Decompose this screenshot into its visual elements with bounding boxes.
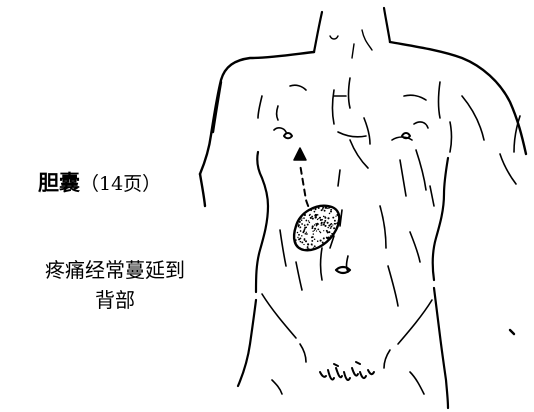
organ-name: 胆囊 (38, 170, 80, 195)
shoulder-and-arm-outline (198, 40, 528, 208)
neck-outline (312, 6, 392, 59)
pubic-hair (319, 361, 375, 381)
pelvis-lines (261, 293, 516, 395)
description-line-2: 背部 (95, 288, 135, 312)
chest-details (273, 77, 453, 207)
page-reference: （14页） (80, 173, 162, 195)
abdomen-details (279, 169, 421, 307)
caption-description: 疼痛经常蔓延到 背部 (10, 255, 220, 315)
nipples (283, 132, 411, 140)
torso-side-outline (236, 95, 450, 410)
description-line-1: 疼痛经常蔓延到 (45, 258, 185, 282)
caption-title: 胆囊（14页） (38, 172, 161, 194)
gallbladder-shape (292, 204, 341, 252)
